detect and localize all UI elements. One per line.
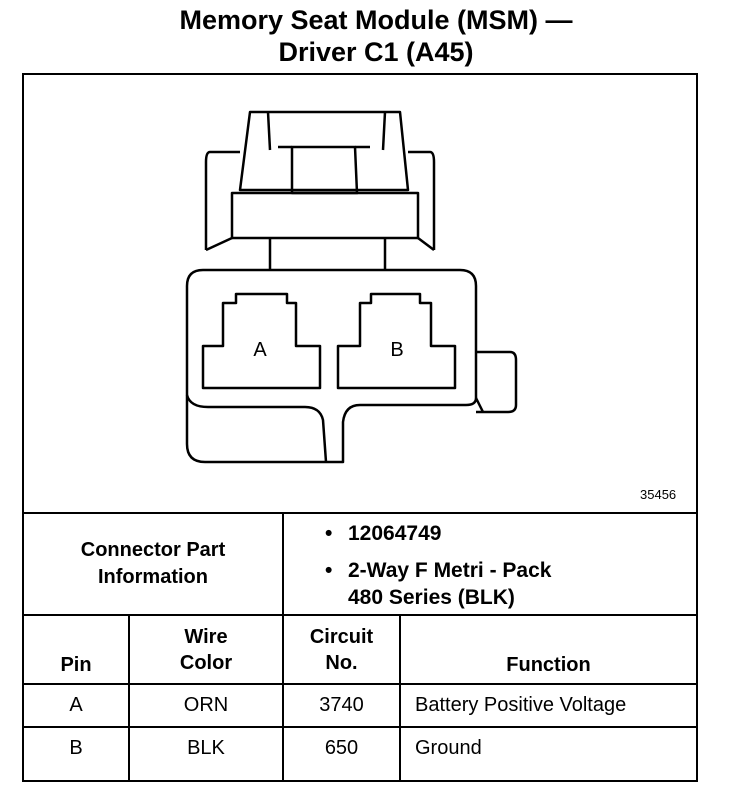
connector-latch bbox=[238, 110, 410, 192]
diagram-frame bbox=[22, 73, 698, 782]
connector-body bbox=[185, 268, 478, 464]
header-wire-color-line1: Wire bbox=[184, 625, 228, 648]
bullet: • bbox=[325, 522, 333, 545]
header-function: Function bbox=[506, 654, 591, 676]
table-row-divider bbox=[22, 726, 698, 728]
cavity-b-outline bbox=[336, 292, 457, 390]
connector-face bbox=[208, 405, 328, 463]
connector-side-lug bbox=[476, 350, 518, 414]
connector-info-label: Connector Part Information bbox=[24, 514, 282, 614]
row-b-function: Ground bbox=[415, 736, 482, 759]
connector-info-label-line1: Connector Part bbox=[80, 539, 226, 561]
cavity-a-label: A bbox=[253, 339, 267, 361]
connector-description-line1: 2-Way F Metri - Pack bbox=[348, 559, 552, 582]
connector-part-number: 12064749 bbox=[348, 522, 442, 545]
header-wire-color-line2: Color bbox=[179, 651, 233, 674]
header-circuit-line2: No. bbox=[325, 651, 358, 674]
header-circuit-no: Circuit No. bbox=[284, 616, 399, 683]
diagram-title-line1: Memory Seat Module (MSM) — bbox=[179, 5, 573, 35]
connector-info-values: • 12064749 • 2-Way F Metri - Pack 480 Se… bbox=[325, 520, 551, 611]
row-a-wire-color: ORN bbox=[183, 694, 229, 716]
table-col-divider-0 bbox=[128, 614, 130, 782]
cavity-b-label: B bbox=[390, 339, 403, 361]
header-pin: Pin bbox=[60, 654, 92, 676]
connector-collar bbox=[230, 191, 420, 240]
row-b-pin: B bbox=[69, 736, 83, 759]
cavity-a-outline bbox=[201, 292, 322, 390]
row-b-circuit: 650 bbox=[324, 736, 359, 759]
figure-number: 35456 bbox=[640, 487, 677, 502]
table-header-divider bbox=[22, 683, 698, 685]
row-a-function: Battery Positive Voltage bbox=[415, 694, 627, 716]
connector-info-label-line2: Information bbox=[98, 566, 208, 588]
row-b-wire-color: BLK bbox=[187, 736, 225, 759]
latch-lock bbox=[290, 145, 359, 195]
bullet: • bbox=[325, 559, 333, 582]
connector-shoulders bbox=[204, 150, 436, 250]
table-top-border bbox=[22, 512, 698, 514]
diagram-title-line2: Driver C1 (A45) bbox=[278, 37, 474, 67]
table-info-divider bbox=[22, 614, 698, 616]
row-a-circuit: 3740 bbox=[319, 694, 364, 716]
header-wire-color: Wire Color bbox=[130, 616, 282, 683]
connector-description-line2: 480 Series (BLK) bbox=[348, 586, 515, 609]
header-circuit-line1: Circuit bbox=[309, 625, 374, 648]
table-col-divider-1 bbox=[282, 512, 284, 782]
table-col-divider-2 bbox=[399, 614, 401, 782]
row-a-pin: A bbox=[69, 694, 83, 716]
